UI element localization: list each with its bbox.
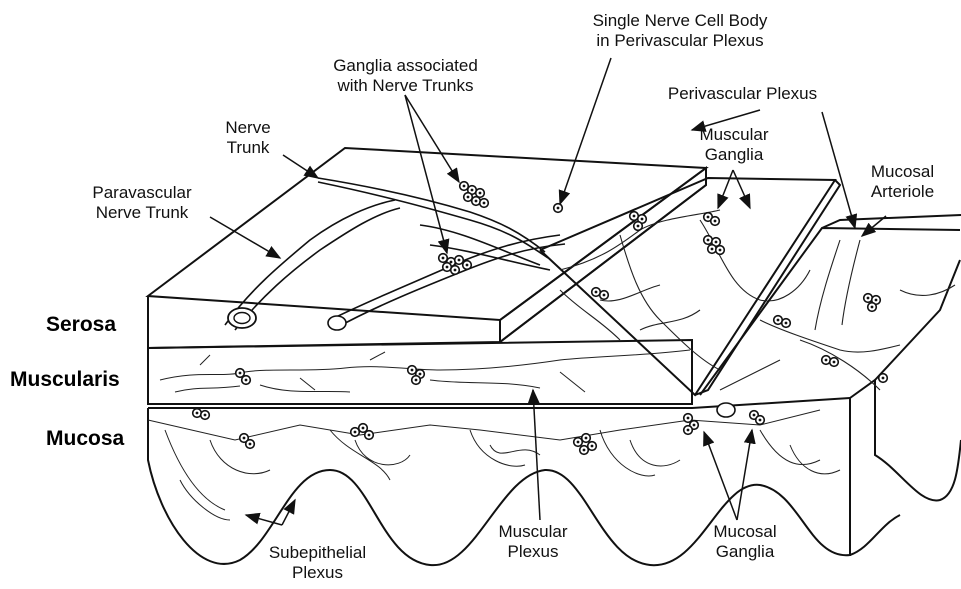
muscular-ganglia-line2: Ganglia xyxy=(694,145,774,165)
label-perivascular-plexus: Perivascular Plexus xyxy=(640,84,845,104)
paravascular-line2: Nerve Trunk xyxy=(78,203,206,223)
ganglion-clusters xyxy=(193,182,888,455)
paravascular-line1: Paravascular xyxy=(78,183,206,203)
label-muscular-plexus: Muscular Plexus xyxy=(483,522,583,562)
single-nerve-cell-line1: Single Nerve Cell Body xyxy=(555,11,805,31)
muscular-ganglia-line1: Muscular xyxy=(694,125,774,145)
layer-label-mucosa: Mucosa xyxy=(46,427,124,451)
nerve-trunk-line1: Nerve xyxy=(208,118,288,138)
label-mucosal-ganglia: Mucosal Ganglia xyxy=(700,522,790,562)
label-subepithelial-plexus: Subepithelial Plexus xyxy=(255,543,380,583)
mucosal-ganglia-line1: Mucosal xyxy=(700,522,790,542)
leader-arrows xyxy=(210,58,886,525)
layer-label-serosa: Serosa xyxy=(46,313,116,337)
layer-label-muscularis: Muscularis xyxy=(10,368,120,392)
mucosal-arteriole-block xyxy=(700,215,961,395)
nerve-trunk-line2: Trunk xyxy=(208,138,288,158)
single-nerve-cell-line2: in Perivascular Plexus xyxy=(555,31,805,51)
mucosa-texture xyxy=(148,410,840,520)
perivascular-plexus-text: Perivascular Plexus xyxy=(640,84,845,104)
label-nerve-trunk: Nerve Trunk xyxy=(208,118,288,158)
label-mucosal-arteriole: Mucosal Arteriole xyxy=(855,162,950,202)
muscular-plexus-line2: Plexus xyxy=(483,542,583,562)
label-ganglia-nerve-trunks: Ganglia associated with Nerve Trunks xyxy=(318,56,493,96)
subepithelial-line1: Subepithelial xyxy=(255,543,380,563)
mucosal-arteriole-line1: Mucosal xyxy=(855,162,950,182)
muscular-plexus-line1: Muscular xyxy=(483,522,583,542)
ganglia-trunks-line2: with Nerve Trunks xyxy=(318,76,493,96)
label-single-nerve-cell: Single Nerve Cell Body in Perivascular P… xyxy=(555,11,805,51)
label-muscular-ganglia: Muscular Ganglia xyxy=(694,125,774,165)
label-paravascular-nerve-trunk: Paravascular Nerve Trunk xyxy=(78,183,206,223)
mucosal-ganglia-line2: Ganglia xyxy=(700,542,790,562)
mucosal-arteriole-line2: Arteriole xyxy=(855,182,950,202)
subepithelial-line2: Plexus xyxy=(255,563,380,583)
ganglia-trunks-line1: Ganglia associated xyxy=(318,56,493,76)
